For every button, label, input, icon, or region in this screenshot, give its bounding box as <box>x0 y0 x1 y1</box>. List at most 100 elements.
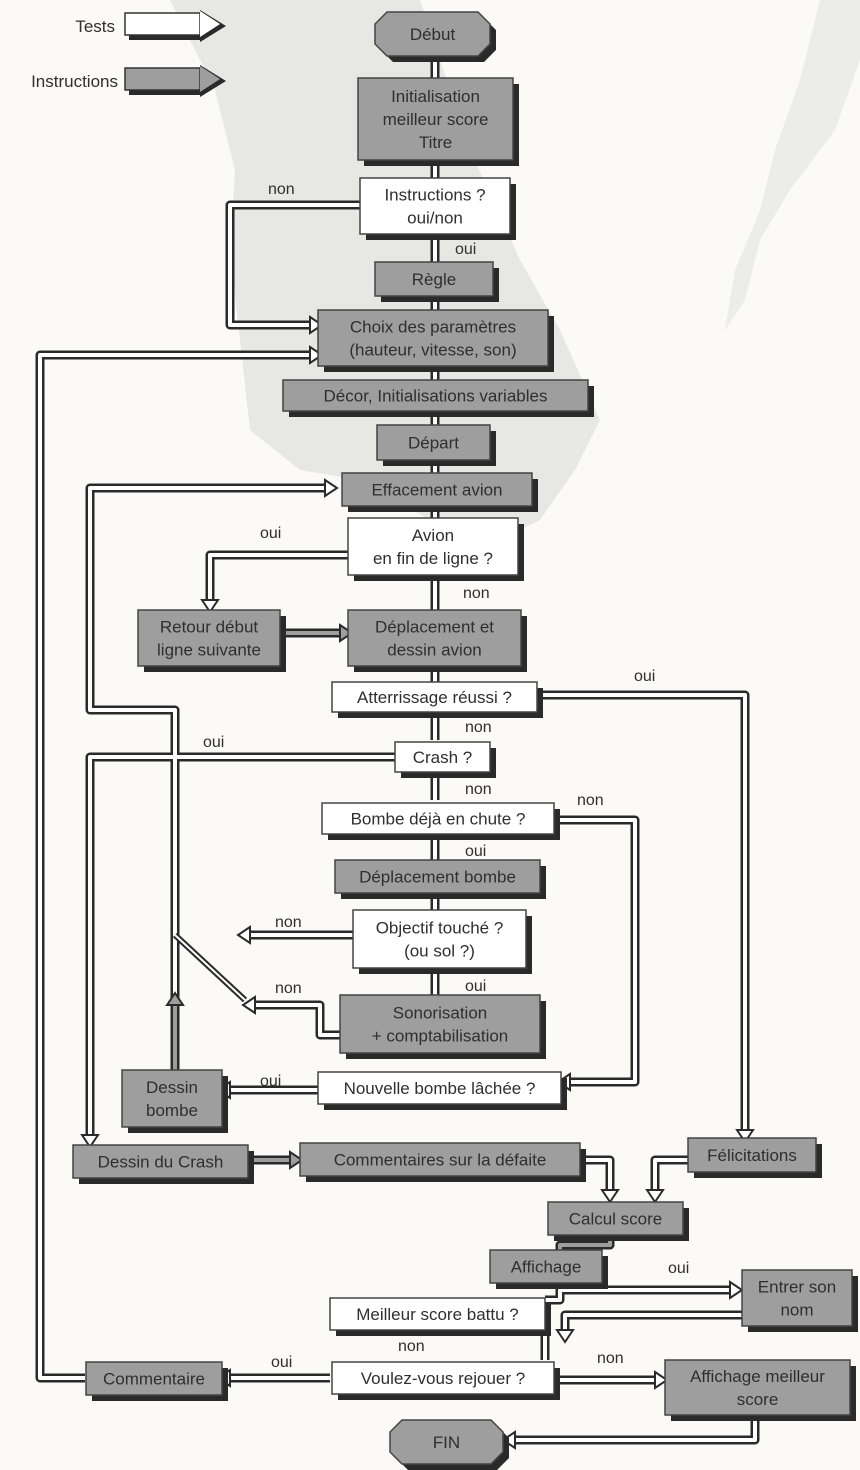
edge-label-snd-non: non <box>275 980 302 997</box>
node-shape <box>489 1249 603 1284</box>
node-shape <box>85 1361 223 1396</box>
edge-label-obj-non: non <box>275 914 302 931</box>
edge-label-meil-oui: oui <box>668 1260 689 1277</box>
edge-label-crash-non: non <box>465 781 492 798</box>
edge-label-bombe-non: non <box>577 792 604 809</box>
edge-label-bombe-oui: oui <box>465 843 486 860</box>
edge-label-rej-non: non <box>597 1350 624 1367</box>
edge-label-nouv-oui: oui <box>260 1073 281 1090</box>
edge-label-instr-non: non <box>268 181 295 198</box>
meilleur-score-question: Meilleur score battu ? <box>329 1297 551 1336</box>
node-shape <box>331 1361 555 1395</box>
affichage-node: Affichage <box>489 1249 608 1289</box>
node-label: Initialisation <box>391 87 480 106</box>
edge-label-crash-oui: oui <box>203 734 224 751</box>
node-label: Meilleur score battu ? <box>356 1305 519 1324</box>
regle-node: Règle <box>374 261 499 302</box>
atterrissage-question: Atterrissage réussi ? <box>331 681 543 718</box>
node-label: Entrer son <box>758 1278 836 1297</box>
map-background <box>170 0 860 540</box>
node-shape <box>359 177 511 235</box>
node-shape <box>741 1269 853 1327</box>
node-label: oui/non <box>407 209 463 228</box>
rejouer-question: Voulez-vous rejouer ? <box>331 1361 560 1400</box>
objectif-touche-question: Objectif touché ? (ou sol ?) <box>352 909 532 974</box>
node-label: bombe <box>146 1101 198 1120</box>
affichage-meilleur-score-node: Affichage meilleur score <box>664 1359 856 1421</box>
node-label: dessin avion <box>387 641 482 660</box>
node-label: meilleur score <box>383 110 489 129</box>
legend-tests-label: Tests <box>75 17 115 36</box>
node-shape <box>299 1142 581 1177</box>
edge-labels: non oui oui non oui non oui non non oui … <box>203 181 689 1371</box>
node-label: score <box>737 1390 779 1409</box>
node-label: (ou sol ?) <box>404 942 475 961</box>
node-label: Effacement avion <box>371 481 502 500</box>
node-shape <box>72 1144 249 1179</box>
node-shape <box>282 379 589 412</box>
legend-instructions-label: Instructions <box>31 72 118 91</box>
node-label: Voulez-vous rejouer ? <box>361 1369 525 1388</box>
node-label: Règle <box>412 270 456 289</box>
edge-label-rej-oui: oui <box>271 1354 292 1371</box>
node-label: Retour début <box>160 618 259 637</box>
bombe-en-chute-question: Bombe déjà en chute ? <box>321 802 560 840</box>
node-label: Déplacement et <box>375 618 494 637</box>
edge-label-avion-non: non <box>463 585 490 602</box>
node-shape <box>339 994 541 1054</box>
deplacement-bombe-node: Déplacement bombe <box>334 859 546 899</box>
legend-instructions-arrow <box>124 65 226 97</box>
fin-node: FIN <box>389 1419 509 1470</box>
node-label: Titre <box>419 133 452 152</box>
node-shape <box>329 1297 546 1331</box>
nouvelle-bombe-question: Nouvelle bombe lâchée ? <box>317 1071 567 1110</box>
instructions-question: Instructions ?oui/non <box>359 177 516 240</box>
node-label: Départ <box>408 434 459 453</box>
node-label: en fin de ligne ? <box>373 549 493 568</box>
node-shape <box>389 1419 504 1465</box>
edge-label-instr-oui: oui <box>455 241 476 258</box>
node-shape <box>394 741 491 773</box>
node-shape <box>137 609 281 667</box>
dessin-crash-node: Dessin du Crash <box>72 1144 254 1184</box>
deplacement-avion-node: Déplacement et dessin avion <box>347 609 527 672</box>
node-label: Atterrissage réussi ? <box>357 688 512 707</box>
node-label: Bombe déjà en chute ? <box>351 810 526 829</box>
node-label: FIN <box>433 1433 460 1452</box>
node-shape <box>317 309 549 367</box>
node-shape <box>347 609 522 667</box>
effacement-avion-node: Effacement avion <box>341 472 538 512</box>
choix-parametres-node: Choix des paramètres(hauteur, vitesse, s… <box>317 309 554 372</box>
crash-question: Crash ? <box>394 741 496 778</box>
node-shape <box>321 802 555 835</box>
node-label: Début <box>410 25 456 44</box>
debut-node: Début <box>374 11 496 62</box>
node-label: Objectif touché ? <box>376 919 504 938</box>
node-shape <box>121 1069 223 1128</box>
edge-label-atter-non: non <box>465 719 492 736</box>
decor-node: Décor, Initialisations variables <box>282 379 594 417</box>
node-label: nom <box>780 1301 813 1320</box>
edge-label-atter-oui: oui <box>634 668 655 685</box>
depart-node: Départ <box>376 424 496 466</box>
node-shape <box>374 11 491 57</box>
node-label: Déplacement bombe <box>359 868 516 887</box>
legend: Tests Instructions <box>31 10 226 97</box>
node-shape <box>376 424 491 461</box>
node-label: Affichage meilleur <box>690 1367 825 1386</box>
node-label: Dessin <box>146 1078 198 1097</box>
node-shape <box>331 681 538 713</box>
node-label: Nouvelle bombe lâchée ? <box>344 1079 536 1098</box>
node-label: Décor, Initialisations variables <box>324 387 548 406</box>
edge-label-avion-oui: oui <box>260 525 281 542</box>
node-shape <box>317 1071 562 1105</box>
node-shape <box>374 261 494 297</box>
node-shape <box>347 517 519 576</box>
calcul-score-node: Calcul score <box>547 1201 689 1241</box>
entrer-nom-node: Entrer son nom <box>741 1269 858 1332</box>
node-label: Commentaire <box>103 1370 205 1389</box>
node-shape <box>341 472 533 507</box>
